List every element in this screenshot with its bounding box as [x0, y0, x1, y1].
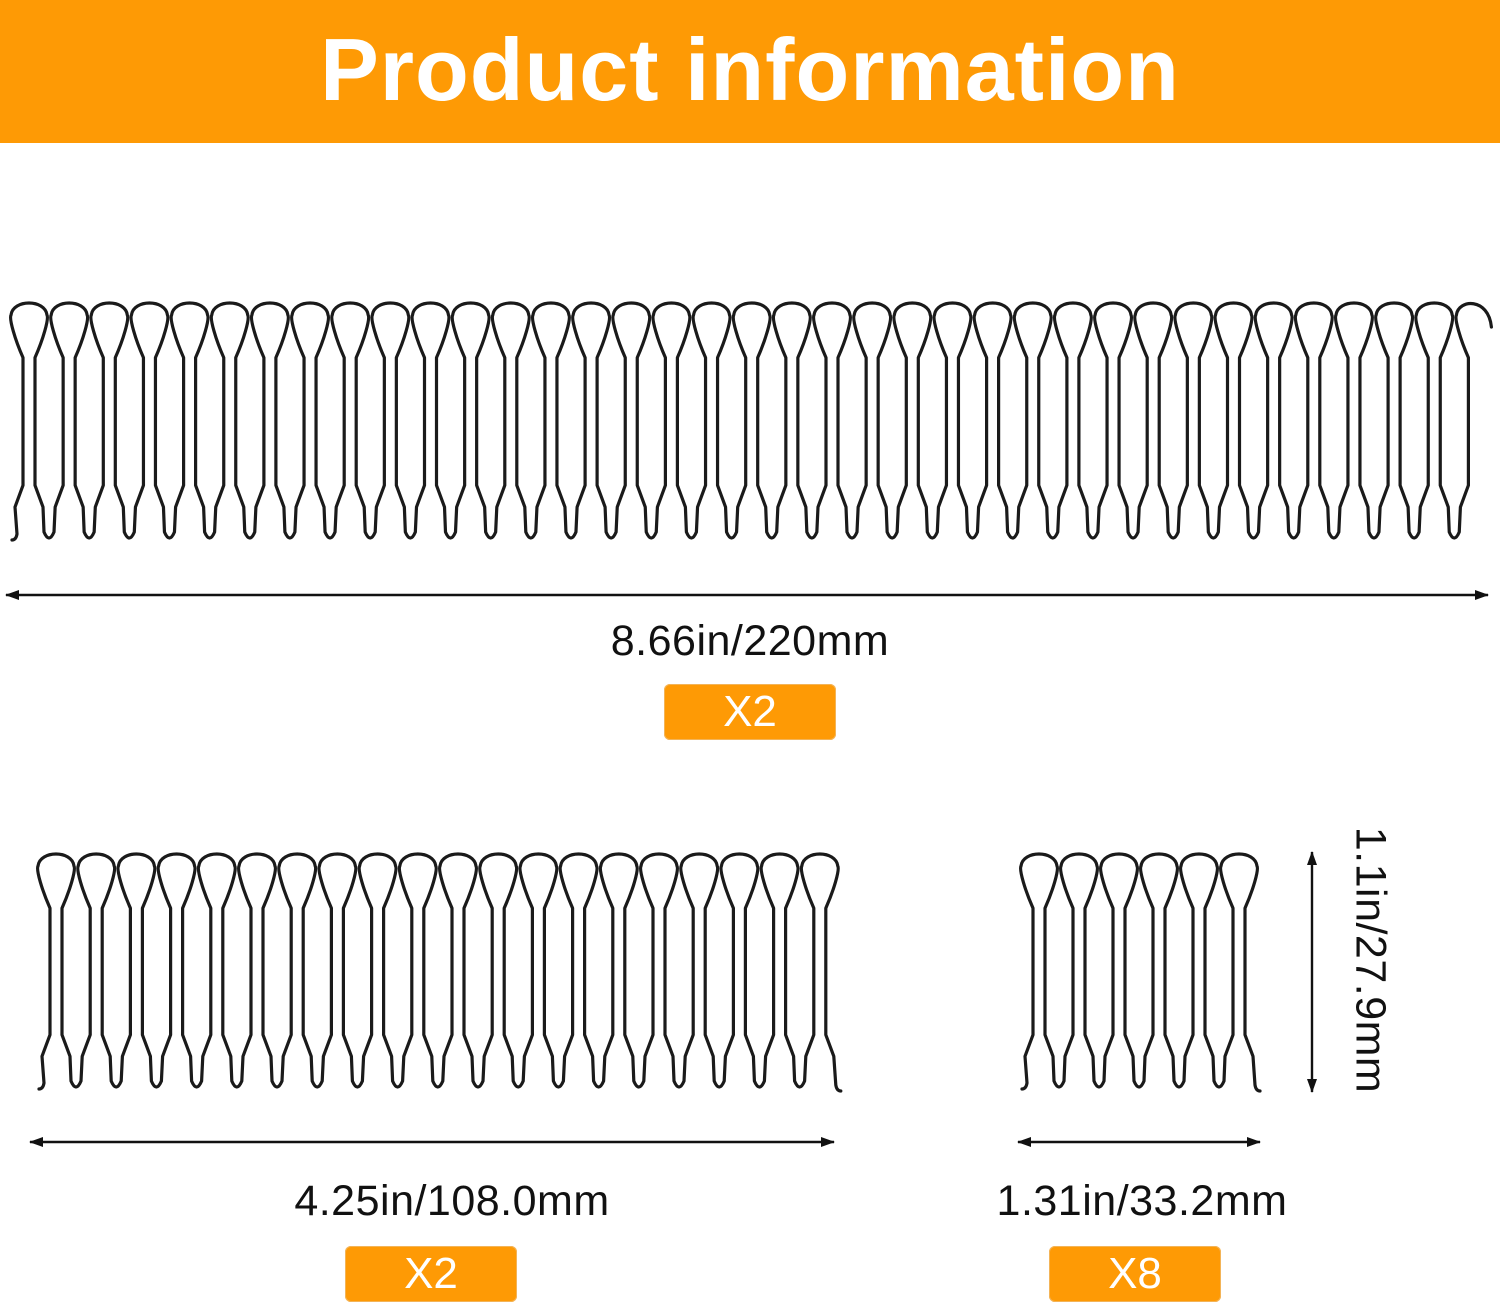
small-comb-quantity-badge: X8 [1049, 1246, 1221, 1302]
long-comb-quantity-badge: X2 [664, 684, 836, 740]
small-comb-illustration [1019, 852, 1262, 1093]
quantity-text: X2 [723, 687, 777, 736]
long-comb-illustration [9, 301, 1493, 542]
medium-comb-illustration [36, 852, 843, 1093]
header-banner: Product information [0, 0, 1500, 143]
quantity-text: X2 [404, 1249, 458, 1298]
small-comb-width-label: 1.31in/33.2mm [996, 1177, 1288, 1225]
small-comb-height-label: 1.1in/27.9mm [1346, 826, 1395, 1094]
medium-comb-width-label: 4.25in/108.0mm [294, 1177, 610, 1225]
long-comb-width-label: 8.66in/220mm [610, 617, 890, 665]
medium-comb-quantity-badge: X2 [345, 1246, 517, 1302]
page-title: Product information [320, 19, 1180, 119]
quantity-text: X8 [1108, 1249, 1162, 1298]
